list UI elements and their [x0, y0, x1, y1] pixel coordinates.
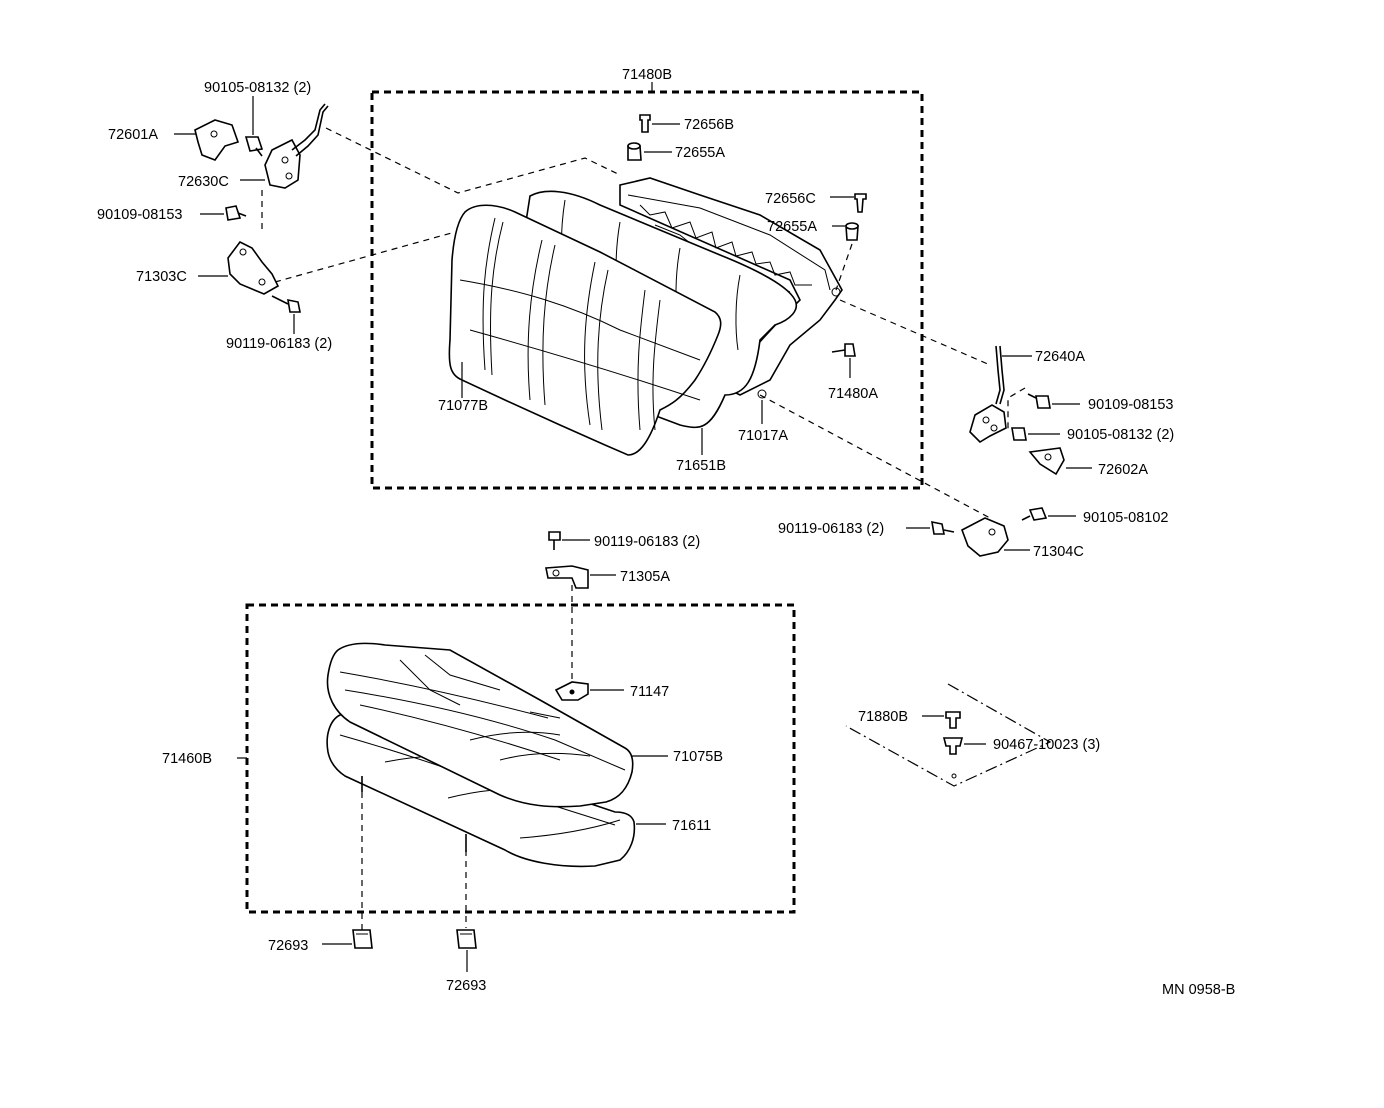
label-72640A: 72640A: [1035, 349, 1085, 365]
cushion-cover-71075B: [326, 642, 634, 808]
label-90105-08132-right: 90105-08132 (2): [1067, 427, 1174, 443]
label-72630C: 72630C: [178, 174, 229, 190]
clip-72693-left: 72693: [268, 929, 373, 954]
label-71651B: 71651B: [676, 458, 726, 474]
label-90119-06183-mid: 90119-06183 (2): [594, 534, 700, 550]
label-90467-10023: 90467-10023 (3): [993, 737, 1100, 753]
label-90119-06183-right: 90119-06183 (2): [778, 521, 884, 537]
pin-72656B: 72656B: [639, 114, 734, 133]
label-72655A-top: 72655A: [675, 145, 725, 161]
label-71611: 71611: [672, 818, 711, 834]
seat-back-group: 71480B: [370, 67, 924, 490]
bolt-71480A: 71480A: [828, 343, 878, 402]
label-71304C: 71304C: [1033, 544, 1084, 560]
label-71017A: 71017A: [738, 428, 788, 444]
label-72602A: 72602A: [1098, 462, 1148, 478]
floor-panel: 71880B 90467-10023 (3): [845, 683, 1100, 787]
seat-cushion-group: 71460B 71147: [162, 603, 796, 914]
label-72656B: 72656B: [684, 117, 734, 133]
label-72656C: 72656C: [765, 191, 816, 207]
label-71460B: 71460B: [162, 751, 212, 767]
hook-71147: 71147: [554, 681, 669, 701]
pin-72656C: 72656C: [765, 191, 867, 213]
label-90105-08102: 90105-08102: [1083, 510, 1168, 526]
right-hinge-parts: 72640A 90109-08153 90105-08132 (2) 72602…: [778, 345, 1174, 560]
cushion-mount-parts: 90119-06183 (2) 71305A: [545, 531, 700, 589]
label-71305A: 71305A: [620, 569, 670, 585]
label-71480A: 71480A: [828, 386, 878, 402]
left-hinge-parts: 90105-08132 (2) 72601A 72630C 90109-0815…: [97, 80, 332, 352]
label-90105-08132-left: 90105-08132 (2): [204, 80, 311, 96]
guide-72655A-top: 72655A: [627, 142, 725, 161]
label-90119-06183-left: 90119-06183 (2): [226, 336, 332, 352]
label-72601A: 72601A: [108, 127, 158, 143]
label-72693-left: 72693: [268, 938, 308, 954]
seat-back-cover-71077B: [448, 204, 722, 456]
label-71147: 71147: [630, 684, 669, 700]
clip-72693-right: 72693: [446, 929, 486, 994]
label-71303C: 71303C: [136, 269, 187, 285]
connection-lines: [261, 127, 1026, 930]
guide-72655A-right: 72655A: [767, 219, 859, 291]
label-71077B: 71077B: [438, 398, 488, 414]
label-90109-08153-right: 90109-08153: [1088, 397, 1173, 413]
label-72655A-right: 72655A: [767, 219, 817, 235]
diagram-code: MN 0958-B: [1162, 982, 1235, 998]
label-72693-right: 72693: [446, 978, 486, 994]
label-71480B: 71480B: [622, 67, 672, 83]
label-71075B: 71075B: [673, 749, 723, 765]
label-71880B: 71880B: [858, 709, 908, 725]
label-90109-08153-left: 90109-08153: [97, 207, 182, 223]
